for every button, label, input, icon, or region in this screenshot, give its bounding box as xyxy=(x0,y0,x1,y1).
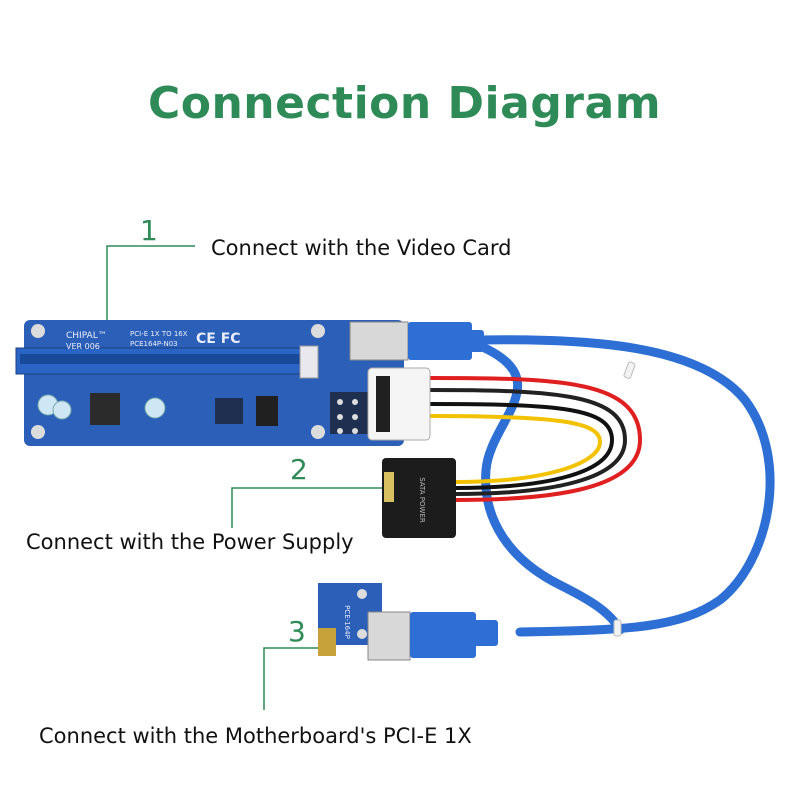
board-model-2: PCE164P-N03 xyxy=(130,340,178,348)
board-brand: CHIPAL™ xyxy=(66,331,107,341)
board-cert: CE FC xyxy=(196,331,241,347)
cable-ties xyxy=(613,361,636,637)
board-usb-port xyxy=(349,321,484,361)
diagram-title: Connection Diagram xyxy=(147,78,662,129)
callout-line-2 xyxy=(231,487,383,528)
board-version: VER 006 xyxy=(66,342,100,351)
step-3-label: Connect with the Motherboard's PCI-E 1X xyxy=(39,724,472,748)
callout-line-3 xyxy=(263,647,323,710)
sata-connector: SATA POWER xyxy=(382,458,456,538)
small-board-label: PCE-164P xyxy=(343,605,351,639)
step-2-label: Connect with the Power Supply xyxy=(26,530,354,554)
callout-line-1 xyxy=(106,245,195,336)
riser-board: CHIPAL™ VER 006 PCI-E 1X TO 16X PCE164P-… xyxy=(15,320,404,446)
callout-lines xyxy=(106,245,383,710)
sata-label: SATA POWER xyxy=(418,477,426,523)
step-2-number: 2 xyxy=(290,453,308,486)
board-model-1: PCI-E 1X TO 16X xyxy=(130,330,188,338)
step-1-label: Connect with the Video Card xyxy=(211,236,512,260)
step-3-number: 3 xyxy=(288,615,306,648)
step-1-number: 1 xyxy=(140,214,158,247)
molex-connector xyxy=(367,367,431,441)
power-wires xyxy=(428,376,643,502)
motherboard-usb-port xyxy=(367,611,498,661)
